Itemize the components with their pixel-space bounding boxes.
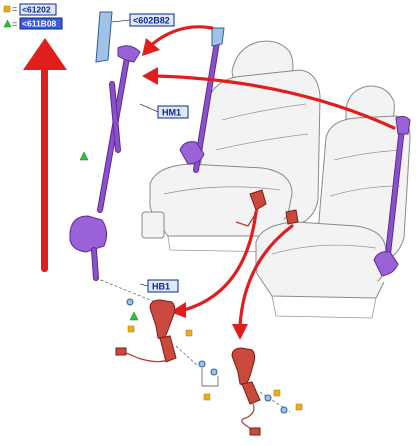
seat2-rail xyxy=(271,295,377,319)
triangle-marker-icon xyxy=(3,19,12,28)
arrow-4-path xyxy=(238,224,294,328)
leader-mid xyxy=(139,103,159,113)
triangle-marker-icon xyxy=(79,151,89,161)
callout-low: HB1 xyxy=(147,279,179,293)
belt-inner xyxy=(110,82,120,152)
seat2-cushion-seam xyxy=(271,244,377,255)
buckle-2-stalk xyxy=(241,381,261,405)
seat-seam-2 xyxy=(215,133,309,151)
buckle-assembly-1 xyxy=(115,299,199,367)
seat2-frame xyxy=(255,271,385,299)
seat2-seam xyxy=(333,149,403,161)
square-marker-icon xyxy=(273,389,281,397)
bolt-2 xyxy=(210,368,218,376)
rbelt-guide xyxy=(211,27,225,47)
pointer-arrows xyxy=(142,25,396,340)
buckle-assembly-2 xyxy=(231,347,303,436)
buckle-2-wire xyxy=(241,401,257,433)
rbelt-retractor xyxy=(179,141,205,165)
callout-low-label: HB1 xyxy=(152,282,170,292)
callout-top: <602B82 xyxy=(129,13,175,27)
left-belt-assembly xyxy=(69,11,161,306)
legend-label-1: <61202 xyxy=(22,5,51,15)
arrow-1-head-icon xyxy=(142,38,160,56)
anchor-dash xyxy=(95,277,161,305)
callout-top-label: <602B82 xyxy=(133,16,170,26)
r2belt-strap xyxy=(384,126,404,274)
bolt-1 xyxy=(198,360,206,368)
buckle-1-stalk xyxy=(159,335,177,363)
arrow-3-path xyxy=(182,210,258,312)
legend-label-2: <611B08 xyxy=(22,19,57,29)
leader-low xyxy=(139,283,149,287)
legend-box-2 xyxy=(19,17,63,30)
square-marker-icon xyxy=(3,5,11,13)
callout-mid: HM1 xyxy=(157,105,189,119)
belt-lower xyxy=(92,248,98,280)
triangle-marker-icon xyxy=(129,311,139,321)
arrow-2-path xyxy=(154,74,396,130)
front-right-seat xyxy=(255,85,411,319)
arrow-1-path xyxy=(148,25,214,48)
callout-mid-box xyxy=(157,105,189,119)
buckle-on-seat-1 xyxy=(249,189,267,211)
square-marker-icon xyxy=(203,393,211,401)
buckle-2-body xyxy=(231,347,256,387)
arrow-2-head-icon xyxy=(142,67,158,85)
square-marker-icon xyxy=(127,325,135,333)
bolt-bracket xyxy=(198,360,219,401)
callout-mid-label: HM1 xyxy=(162,108,181,118)
buckle-1-connector xyxy=(115,347,127,356)
leader-top xyxy=(111,19,131,23)
seat-seam xyxy=(221,103,307,121)
height-adjuster xyxy=(95,11,113,63)
callout-top-box xyxy=(129,13,175,27)
retractor xyxy=(69,215,108,253)
square-marker-icon xyxy=(185,329,193,337)
up-arrow-shaft xyxy=(41,62,48,272)
bolt-4 xyxy=(280,406,288,414)
up-arrow-head-icon xyxy=(23,38,67,70)
callout-low-box xyxy=(147,279,179,293)
belt-guide xyxy=(117,45,141,63)
buckle-2-connector xyxy=(249,427,261,436)
legend-eq-2: = xyxy=(12,19,17,29)
buckle-on-seat-2 xyxy=(285,209,299,225)
arrow-4-head-icon xyxy=(232,324,248,340)
r2belt-retractor xyxy=(373,251,399,277)
legend: = <61202 = <611B08 xyxy=(3,3,63,30)
buckle-1-wire xyxy=(123,351,169,363)
seat-buckles xyxy=(235,189,299,227)
seat-side-trim xyxy=(141,211,165,239)
right-belt-assembly xyxy=(179,27,411,277)
legend-box-1 xyxy=(19,3,57,16)
anchor-bolt xyxy=(126,298,134,306)
up-arrow xyxy=(23,38,67,272)
cushion-seam xyxy=(163,186,281,195)
square-marker-icon xyxy=(295,403,303,411)
buckle-1-body xyxy=(149,299,176,341)
bracket-leader xyxy=(201,368,219,387)
r2belt-guide xyxy=(395,115,411,135)
buckle-1-dash xyxy=(175,345,199,367)
arrow-3-head-icon xyxy=(170,302,186,318)
legend-eq: = xyxy=(12,4,17,14)
bolt-3 xyxy=(264,394,272,402)
